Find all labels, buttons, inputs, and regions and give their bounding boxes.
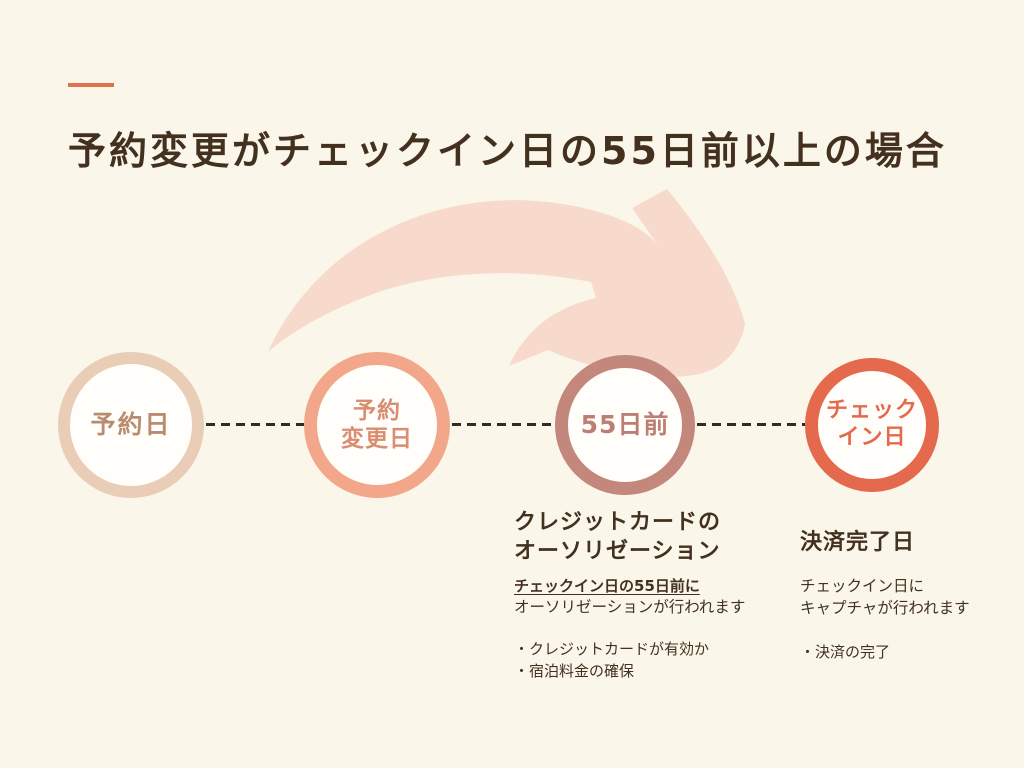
annotation-heading-line: クレジットカードの <box>514 510 722 535</box>
annotation-description-line: キャプチャが行われます <box>800 599 970 617</box>
annotation-payment-completion: 決済完了日 チェックイン日に キャプチャが行われます ・決済の完了 <box>800 528 970 663</box>
node-label-line: 変更日 <box>341 426 413 452</box>
timeline-node-55-days-before: 55日前 <box>555 355 695 495</box>
annotation-heading: クレジットカードの オーソリゼーション <box>514 508 745 566</box>
timeline-connector <box>206 423 304 426</box>
node-label-line: イン日 <box>837 425 907 450</box>
node-label-line: チェック <box>825 398 918 424</box>
timeline-connector <box>697 423 805 426</box>
annotation-description-line: チェックイン日に <box>800 577 925 595</box>
annotation-bullet-list: ・決済の完了 <box>800 641 970 663</box>
annotation-bullet: ・宿泊料金の確保 <box>514 662 635 680</box>
node-label-line: 予約 <box>353 397 401 424</box>
annotation-heading-line: 決済完了日 <box>800 530 916 555</box>
title-accent-line <box>68 83 114 87</box>
timeline-node-reservation-change-date: 予約 変更日 <box>304 352 450 498</box>
annotation-description: オーソリゼーションが行われます <box>514 596 745 618</box>
annotation-credit-card-authorization: クレジットカードの オーソリゼーション チェックイン日の55日前に オーソリゼー… <box>514 508 745 682</box>
page-title: 予約変更がチェックイン日の55日前以上の場合 <box>68 129 947 174</box>
timeline-connector <box>452 423 555 426</box>
timeline-node-check-in-date: チェック イン日 <box>805 358 939 492</box>
annotation-heading: 決済完了日 <box>800 528 970 557</box>
annotation-bullet: ・決済の完了 <box>800 643 891 661</box>
annotation-bullet-list: ・クレジットカードが有効か ・宿泊料金の確保 <box>514 638 745 682</box>
annotation-description-line: オーソリゼーションが行われます <box>514 598 746 616</box>
node-label-line: 55日前 <box>580 409 670 439</box>
annotation-heading-line: オーソリゼーション <box>514 539 721 564</box>
node-label-line: 予約日 <box>90 409 172 439</box>
timeline-node-reservation-date: 予約日 <box>58 352 204 498</box>
annotation-emphasis: チェックイン日の55日前に <box>514 577 700 595</box>
annotation-description: チェックイン日に キャプチャが行われます <box>800 575 970 619</box>
annotation-bullet: ・クレジットカードが有効か <box>514 640 710 658</box>
